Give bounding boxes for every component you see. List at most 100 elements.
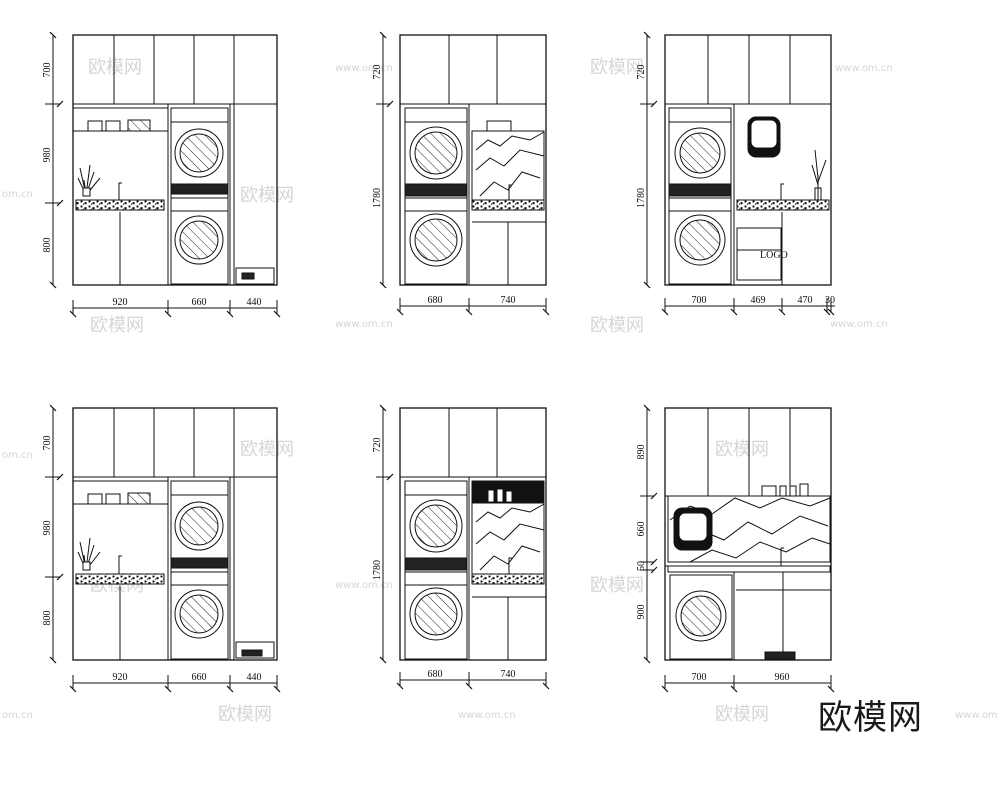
marble-backsplash bbox=[667, 495, 831, 563]
countertop bbox=[75, 573, 165, 585]
watermark-site: www.om.cn bbox=[335, 319, 393, 330]
floor-drain bbox=[764, 651, 796, 660]
dim-label: 440 bbox=[247, 672, 262, 683]
watermark-edge: om.cn bbox=[2, 450, 33, 461]
watermark-logo: 欧模网 bbox=[715, 439, 769, 460]
dim-label: 1780 bbox=[372, 560, 383, 580]
faucet-icon bbox=[780, 183, 784, 200]
watermark-layer: 欧模网 欧模网 欧模网 欧模网 欧模网 欧模网 欧模网 欧模网 欧模网 欧模网 … bbox=[2, 57, 997, 725]
elevation-panel-1: 700 980 800 920 660 440 bbox=[42, 31, 281, 318]
washer-drum bbox=[174, 589, 224, 639]
dryer-drum bbox=[174, 501, 224, 551]
step-stool bbox=[235, 267, 275, 285]
towel-stack bbox=[87, 120, 103, 132]
dim-label: 440 bbox=[247, 297, 262, 308]
elevation-panel-5: 720 1780 680 740 bbox=[372, 404, 550, 690]
faucet-icon bbox=[508, 557, 512, 574]
countertop bbox=[736, 199, 830, 211]
watermark-logo: 欧模网 bbox=[590, 315, 644, 336]
washer-dryer-stack bbox=[404, 107, 468, 285]
dim-label: 740 bbox=[501, 295, 516, 306]
dryer-drum bbox=[174, 128, 224, 178]
watermark-site: www.om.cn bbox=[830, 319, 888, 330]
washer-dryer-stack bbox=[404, 480, 468, 660]
washer-dryer-stack bbox=[170, 480, 229, 660]
dim-label: 740 bbox=[501, 669, 516, 680]
watermark-logo: 欧模网 bbox=[218, 704, 272, 725]
dim-label: 1780 bbox=[372, 188, 383, 208]
watermark-logo: 欧模网 bbox=[90, 315, 144, 336]
countertop bbox=[75, 199, 165, 211]
watermark-logo: 欧模网 bbox=[590, 575, 644, 596]
dim-label: 800 bbox=[42, 238, 53, 253]
faucet-icon bbox=[118, 555, 122, 574]
elevation-panel-3: LOGO 720 1780 700 469 470 30 bbox=[636, 31, 835, 316]
watermark-site: www.om.cn bbox=[458, 710, 516, 721]
storage-basket bbox=[127, 492, 151, 505]
watermark-site: www.om.cn bbox=[955, 710, 997, 721]
towel-stack bbox=[87, 493, 103, 505]
dim-label: 700 bbox=[692, 295, 707, 306]
washer-drum bbox=[674, 214, 726, 266]
branch-vase-icon bbox=[811, 149, 827, 201]
dim-label: 980 bbox=[42, 521, 53, 536]
faucet-icon bbox=[508, 184, 512, 200]
dim-label: 900 bbox=[636, 605, 647, 620]
dim-label: 890 bbox=[636, 445, 647, 460]
dim-label: 920 bbox=[113, 297, 128, 308]
watermark-logo: 欧模网 bbox=[240, 439, 294, 460]
cabinet-door-logo bbox=[736, 249, 782, 281]
dryer-drum bbox=[409, 499, 463, 553]
watermark-edge: om.cn bbox=[2, 189, 33, 200]
cabinet-outline bbox=[664, 34, 832, 286]
cabinet-outline bbox=[72, 407, 278, 661]
faucet-icon bbox=[118, 182, 122, 200]
watermark-site: www.om.cn bbox=[335, 63, 393, 74]
dim-label: 720 bbox=[636, 65, 647, 80]
cabinet-outline bbox=[399, 407, 547, 661]
dim-label: 50 bbox=[636, 561, 647, 571]
towel-stack bbox=[761, 485, 777, 497]
dim-label: 700 bbox=[42, 436, 53, 451]
countertop bbox=[667, 565, 831, 573]
dim-label: 720 bbox=[372, 65, 383, 80]
dim-label: 680 bbox=[428, 295, 443, 306]
dim-label: 720 bbox=[372, 438, 383, 453]
washer-dryer-stack bbox=[170, 107, 229, 285]
dim-label: 660 bbox=[636, 522, 647, 537]
washer-drum bbox=[409, 587, 463, 641]
cabinet-outline bbox=[399, 34, 547, 286]
watermark-edge: om.cn bbox=[2, 710, 33, 721]
watermark-logo: 欧模网 bbox=[590, 57, 644, 78]
washer-drum bbox=[675, 590, 727, 642]
dim-label: 1780 bbox=[636, 188, 647, 208]
elevation-panel-6: 890 660 50 900 700 960 bbox=[636, 404, 835, 693]
step-stool bbox=[235, 641, 275, 659]
elevation-panel-4: 700 980 800 920 660 440 bbox=[42, 404, 281, 693]
logo-label: LOGO bbox=[760, 250, 788, 261]
brand-logo-text: 欧模网 bbox=[818, 698, 923, 738]
watermark-site: www.om.cn bbox=[835, 63, 893, 74]
cabinet-outline bbox=[664, 407, 832, 661]
countertop bbox=[471, 199, 545, 211]
towel-stack bbox=[105, 120, 121, 132]
storage-basket bbox=[127, 119, 151, 132]
plant-icon bbox=[77, 537, 101, 571]
basket-unit bbox=[736, 227, 782, 251]
dryer-drum bbox=[674, 127, 726, 179]
dim-label: 700 bbox=[692, 672, 707, 683]
dim-label: 470 bbox=[798, 295, 813, 306]
dim-label: 700 bbox=[42, 63, 53, 78]
dim-label: 680 bbox=[428, 669, 443, 680]
dryer-drum bbox=[409, 126, 463, 180]
watermark-site: www.om.cn bbox=[335, 580, 393, 591]
dim-label: 469 bbox=[751, 295, 766, 306]
dim-label: 660 bbox=[192, 297, 207, 308]
washer-drum bbox=[409, 213, 463, 267]
dim-label: 960 bbox=[775, 672, 790, 683]
watermark-logo: 欧模网 bbox=[88, 57, 142, 78]
plant-icon bbox=[77, 164, 101, 197]
washer-drum bbox=[174, 215, 224, 265]
dim-label: 980 bbox=[42, 148, 53, 163]
